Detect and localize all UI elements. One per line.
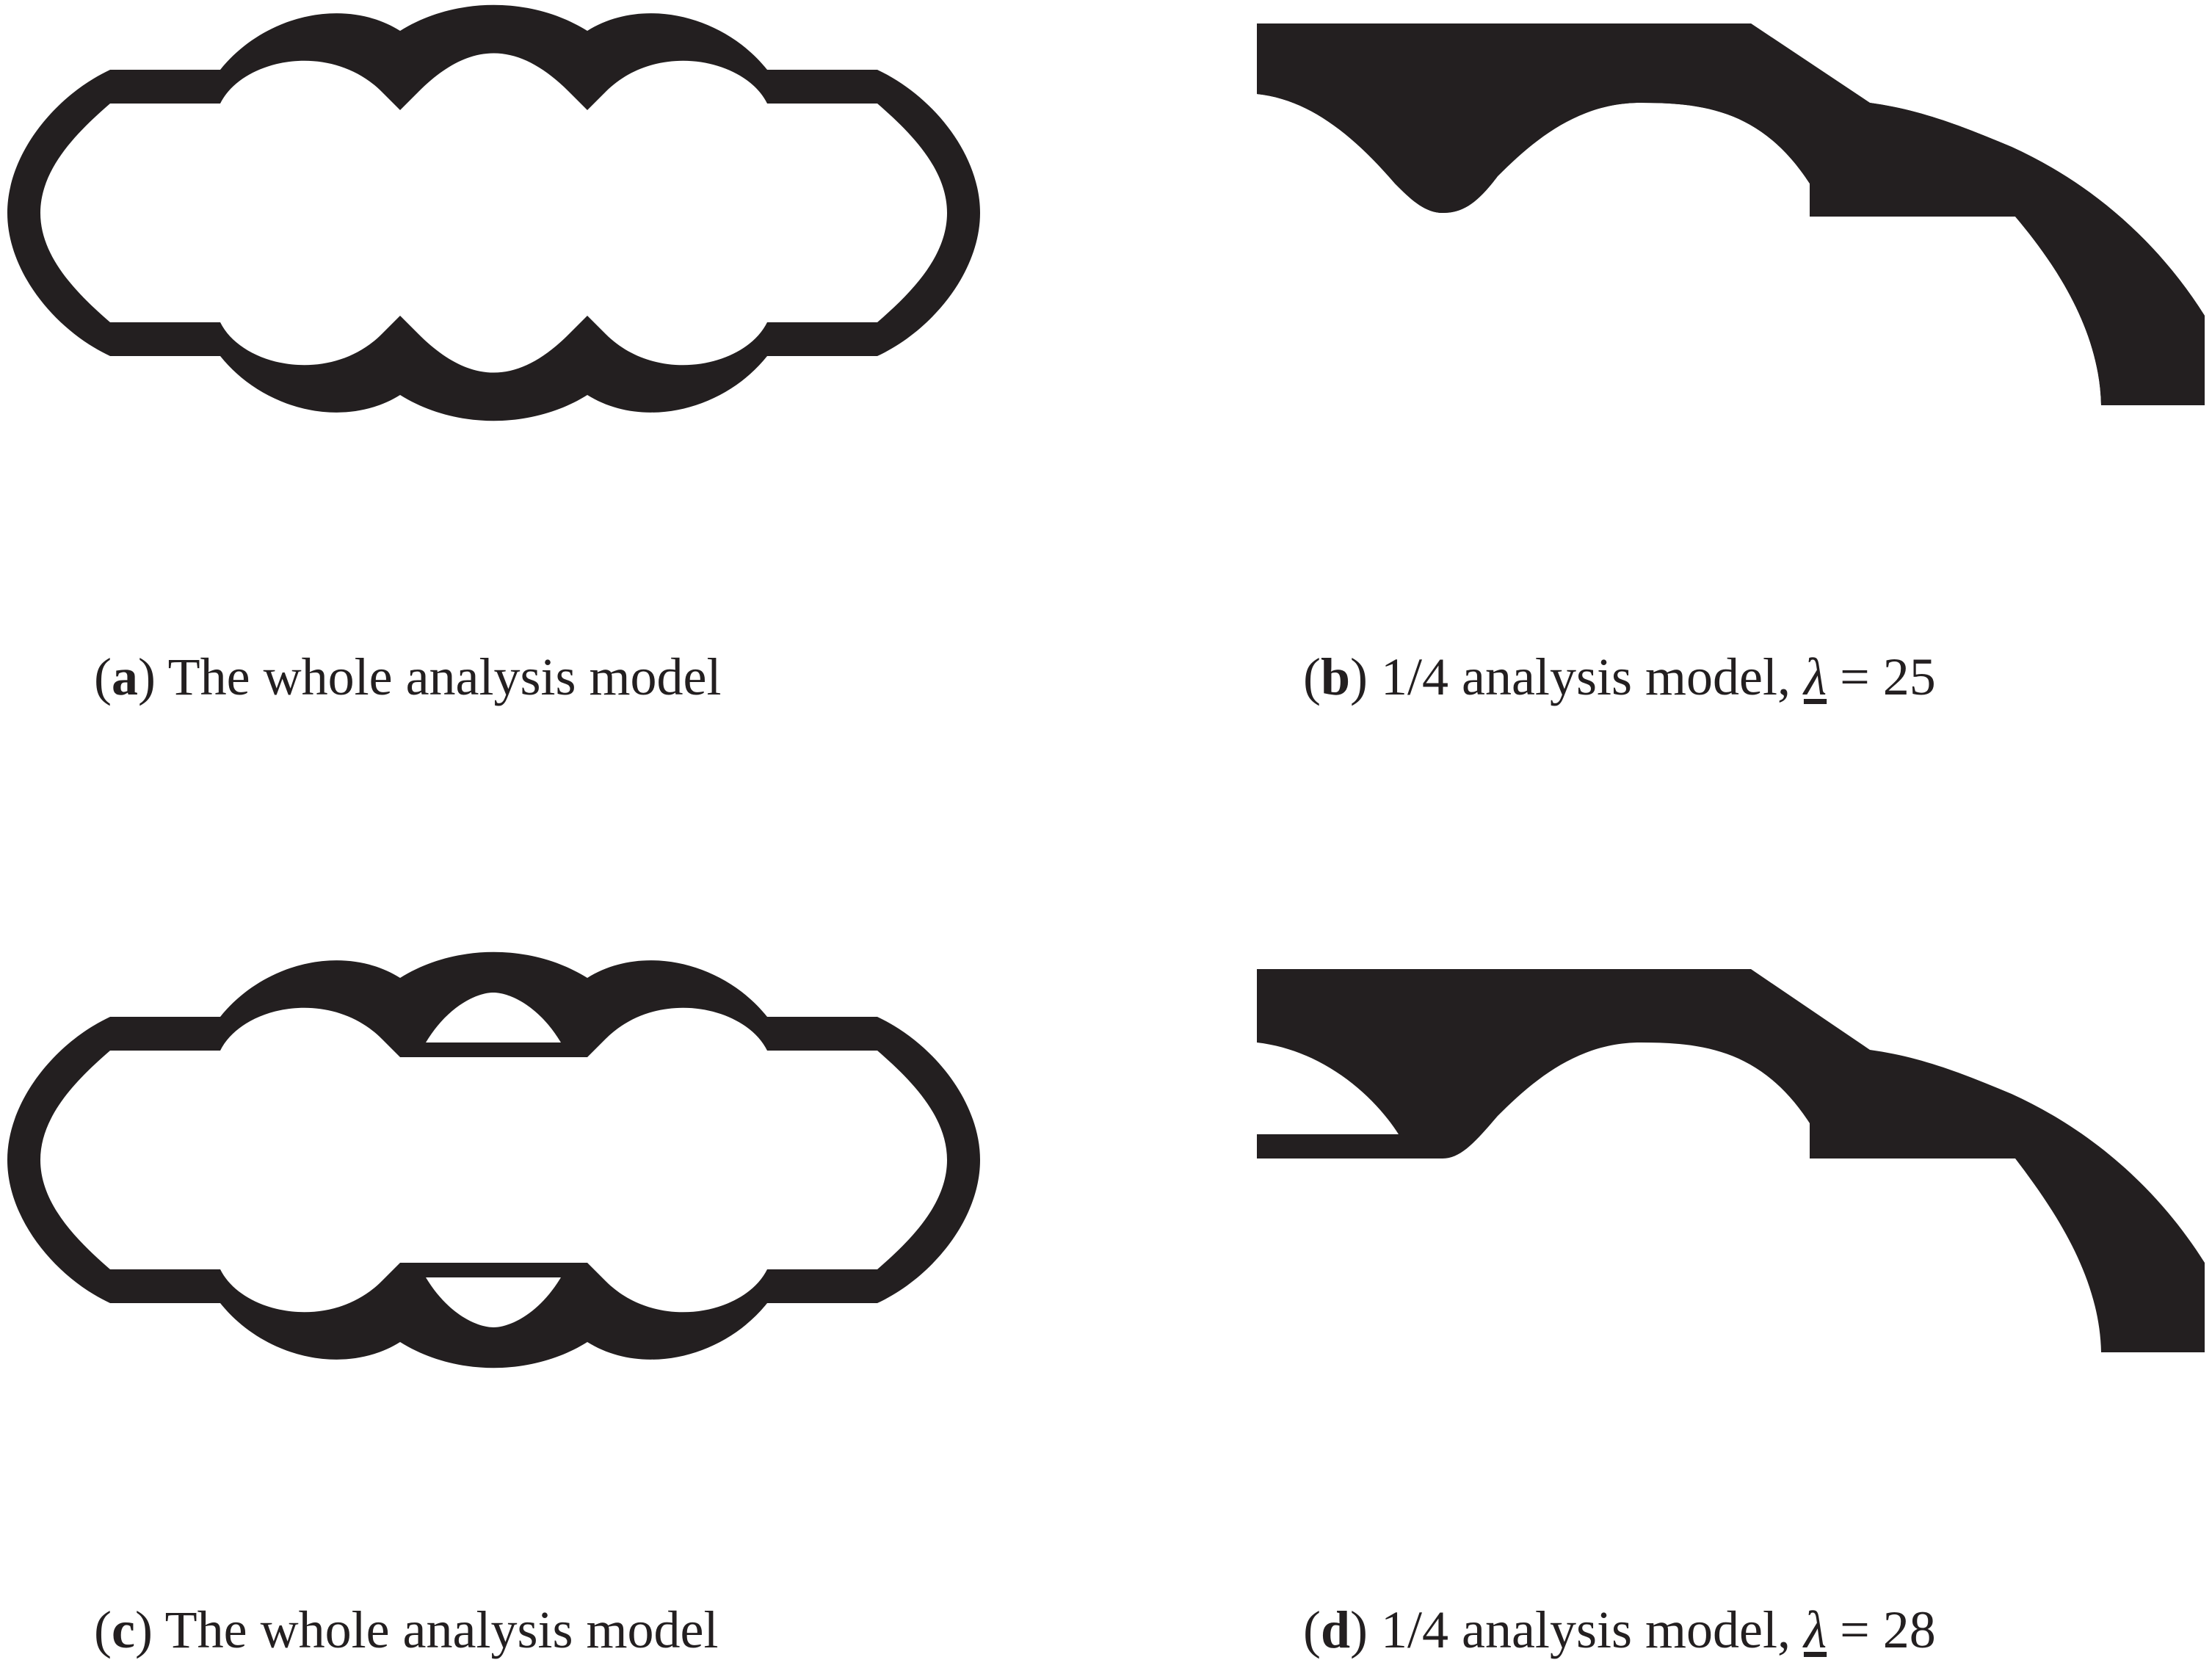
caption-b-symbol: λ <box>1803 648 1827 706</box>
caption-b: (b) 1/4 analysis model, λ = 25 <box>1303 648 1936 706</box>
panel-c-bottom-small-hole <box>426 1277 561 1327</box>
caption-a: (a) The whole analysis model <box>94 648 722 706</box>
panel-d-member <box>1257 969 2205 1352</box>
panel-a-inner-void <box>40 53 947 373</box>
caption-c-text: The whole analysis model <box>164 1600 719 1659</box>
panel-c-model <box>7 951 980 1368</box>
caption-d-symbol: λ <box>1803 1600 1827 1659</box>
caption-b-letter: b <box>1320 648 1351 706</box>
caption-d-text: 1/4 analysis model, <box>1381 1600 1791 1659</box>
panel-b-model <box>1257 23 2205 405</box>
caption-a-letter: a <box>111 648 138 706</box>
caption-b-text: 1/4 analysis model, <box>1381 648 1791 706</box>
caption-a-text: The whole analysis model <box>167 648 722 706</box>
caption-d-eq: = 28 <box>1840 1600 1936 1659</box>
panel-c-top-small-hole <box>426 993 561 1042</box>
caption-c-letter: c <box>111 1600 135 1659</box>
panel-a-model <box>7 4 980 421</box>
caption-d-letter: d <box>1320 1600 1351 1659</box>
panel-b-member-top <box>1257 23 2205 405</box>
panel-d-model <box>1257 969 2205 1352</box>
panel-c-inner-void <box>40 1007 947 1313</box>
caption-c: (c) The whole analysis model <box>94 1600 719 1659</box>
caption-b-eq: = 25 <box>1840 648 1936 706</box>
caption-d: (d) 1/4 analysis model, λ = 28 <box>1303 1600 1936 1659</box>
